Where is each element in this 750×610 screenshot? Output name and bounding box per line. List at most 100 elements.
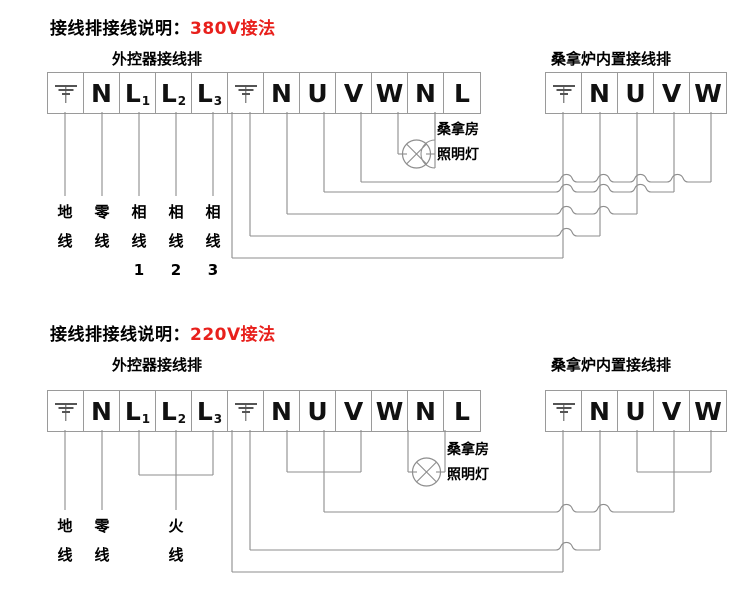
terminal-cell-n[interactable]: N (582, 391, 618, 431)
terminal-cell-u[interactable]: U (300, 73, 336, 113)
terminal-cell-n[interactable]: N (84, 391, 120, 431)
wire-bus-380v-n (249, 112, 600, 237)
bottom-label-phase3-380v: 相 线 3 (200, 198, 226, 285)
wire-group-220v-right-stubs (562, 430, 601, 572)
label-char: 1 (133, 261, 145, 279)
wire-group-380v-right-stubs (562, 112, 712, 258)
label-char: 相 (131, 203, 147, 221)
terminal-cell-u[interactable]: U (300, 391, 336, 431)
terminal-cell-l[interactable]: L (444, 73, 480, 113)
label-char: 2 (170, 261, 182, 279)
title-highlight: 380V接法 (190, 19, 276, 39)
right-block-label-220v: 桑拿炉内置接线排 (551, 356, 672, 374)
title-highlight: 220V接法 (190, 325, 276, 345)
lamp-label-line1: 桑拿房 (437, 122, 479, 138)
wire-bus-380v-ground (231, 112, 563, 259)
terminal-cell-ground-2[interactable] (228, 73, 264, 113)
label-char: 3 (207, 261, 219, 279)
terminal-cell-u[interactable]: U (618, 391, 654, 431)
ground-icon (54, 399, 78, 423)
lamp-label-line2: 照明灯 (447, 467, 489, 483)
terminal-cell-n2[interactable]: N (264, 73, 300, 113)
ground-icon (234, 399, 258, 423)
label-char: 线 (168, 232, 184, 250)
label-char: 零 (94, 517, 110, 535)
label-char: 线 (57, 546, 73, 564)
label-char: 线 (205, 232, 221, 250)
bottom-label-neutral-220v: 零 线 (89, 512, 115, 570)
terminal-cell-ground[interactable] (546, 391, 582, 431)
terminal-cell-n3[interactable]: N (408, 391, 444, 431)
label-char: 线 (131, 232, 147, 250)
wire-group-380v-input-stubs (64, 112, 214, 196)
terminal-cell-w[interactable]: W (690, 73, 726, 113)
title-prefix: 接线排接线说明： (50, 19, 190, 39)
terminal-cell-v[interactable]: V (336, 73, 372, 113)
wire-bridge-220v-l123 (138, 430, 214, 510)
left-block-label-380v: 外控器接线排 (112, 50, 203, 68)
ground-icon (234, 81, 258, 105)
wire-bus-220v-ground (231, 430, 563, 573)
ground-icon (552, 399, 576, 423)
terminal-cell-w[interactable]: W (690, 391, 726, 431)
label-char: 地 (57, 203, 73, 221)
bottom-label-ground-380v: 地 线 (52, 198, 78, 256)
bottom-label-neutral-380v: 零 线 (89, 198, 115, 256)
terminal-cell-n2[interactable]: N (264, 391, 300, 431)
bottom-label-phase1-380v: 相 线 1 (126, 198, 152, 285)
title-prefix: 接线排接线说明： (50, 325, 190, 345)
label-char: 火 (168, 517, 184, 535)
wire-bridge-220v-uvw-left (286, 430, 362, 512)
wire-bus-380v-w (360, 112, 711, 183)
lamp-label-line2: 照明灯 (437, 147, 479, 163)
section-220v-title: 接线排接线说明：220V接法 (50, 320, 276, 345)
terminal-cell-ground[interactable] (48, 73, 84, 113)
label-char: 相 (205, 203, 221, 221)
label-char: 零 (94, 203, 110, 221)
right-terminal-strip-380v[interactable]: N U V W (545, 72, 727, 114)
wire-group-220v-input-stubs (64, 430, 103, 510)
terminal-cell-n[interactable]: N (582, 73, 618, 113)
ground-icon (552, 81, 576, 105)
terminal-cell-v[interactable]: V (336, 391, 372, 431)
terminal-cell-ground[interactable] (546, 73, 582, 113)
terminal-cell-u[interactable]: U (618, 73, 654, 113)
label-char: 地 (57, 517, 73, 535)
wire-bus-220v-uvw (324, 503, 674, 513)
left-block-label-220v: 外控器接线排 (112, 356, 203, 374)
terminal-cell-ground-2[interactable] (228, 391, 264, 431)
lamp-label-220v: 桑拿房 照明灯 (447, 438, 489, 488)
bottom-label-phase2-380v: 相 线 2 (163, 198, 189, 285)
terminal-cell-v[interactable]: V (654, 391, 690, 431)
label-char: 相 (168, 203, 184, 221)
section-380v-title: 接线排接线说明：380V接法 (50, 14, 276, 39)
right-terminal-strip-220v[interactable]: N U V W (545, 390, 727, 432)
terminal-cell-v[interactable]: V (654, 73, 690, 113)
wire-group-380v-lamp (397, 112, 436, 169)
wire-bus-380v-v (323, 112, 674, 193)
label-char: 线 (57, 232, 73, 250)
terminal-cell-ground[interactable] (48, 391, 84, 431)
label-char: 线 (94, 546, 110, 564)
terminal-cell-n[interactable]: N (84, 73, 120, 113)
wire-bus-220v-n (249, 430, 600, 551)
label-char: 线 (168, 546, 184, 564)
wire-group-220v-lamp (407, 430, 446, 487)
right-block-label-380v: 桑拿炉内置接线排 (551, 50, 672, 68)
label-char: 线 (94, 232, 110, 250)
ground-icon (54, 81, 78, 105)
terminal-cell-l[interactable]: L (444, 391, 480, 431)
terminal-cell-w[interactable]: W (372, 73, 408, 113)
terminal-cell-w[interactable]: W (372, 391, 408, 431)
terminal-cell-n3[interactable]: N (408, 73, 444, 113)
lamp-label-380v: 桑拿房 照明灯 (437, 118, 479, 168)
